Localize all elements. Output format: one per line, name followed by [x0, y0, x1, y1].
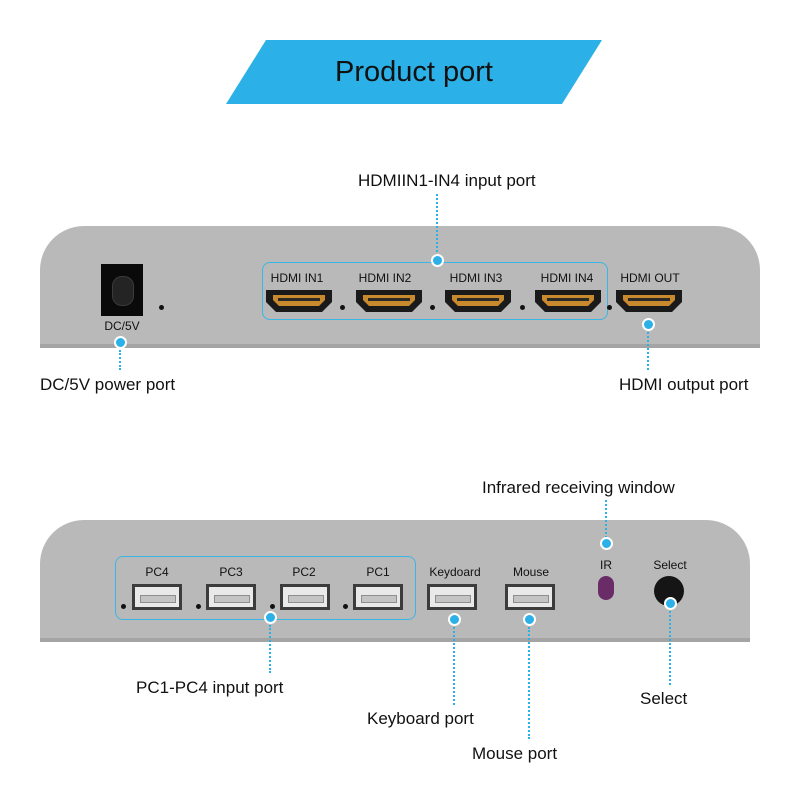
indicator-dot [270, 604, 275, 609]
hdmi-in3-port [445, 290, 511, 312]
infrared-pin [600, 537, 613, 550]
pc3-label: PC3 [219, 565, 243, 579]
title-banner: Product port [226, 40, 602, 104]
pc3-usb-port [206, 584, 256, 610]
pc1-label: PC1 [366, 565, 390, 579]
select-callout: Select [640, 689, 688, 708]
dc-port-label: DC/5V [104, 319, 140, 333]
hdmi-input-callout: HDMIIN1-IN4 input port [358, 171, 536, 190]
hdmi-out-label: HDMI OUT [620, 271, 680, 285]
pc-input-leader-line [269, 625, 271, 673]
page-title: Product port [335, 56, 493, 88]
banner-shape [226, 40, 602, 104]
indicator-dot [607, 305, 612, 310]
pc2-usb-port [280, 584, 330, 610]
mouse-pin [523, 613, 536, 626]
indicator-dot [430, 305, 435, 310]
ir-label: IR [600, 558, 612, 572]
select-button-label: Select [653, 558, 687, 572]
hdmi-input-pin [431, 254, 444, 267]
keyboard-usb-port [427, 584, 477, 610]
hdmi-in1-port [266, 290, 332, 312]
dc-power-callout: DC/5V power port [40, 375, 176, 394]
dc-power-pin [114, 336, 127, 349]
indicator-dot [159, 305, 164, 310]
pc-input-callout: PC1-PC4 input port [136, 678, 284, 697]
pc-input-pin [264, 611, 277, 624]
hdmi-input-leader-line [436, 194, 438, 256]
hdmi-output-pin [642, 318, 655, 331]
keyboard-callout: Keyboard port [367, 709, 474, 728]
keyboard-pin [448, 613, 461, 626]
indicator-dot [340, 305, 345, 310]
pc4-label: PC4 [145, 565, 169, 579]
dc-power-jack-socket [112, 276, 134, 306]
mouse-leader-line [528, 627, 530, 739]
indicator-dot [343, 604, 348, 609]
hdmi-output-callout: HDMI output port [619, 375, 749, 394]
infrared-callout: Infrared receiving window [482, 478, 675, 497]
hdmi-in4-port [535, 290, 601, 312]
ir-window [598, 576, 614, 600]
indicator-dot [196, 604, 201, 609]
hdmi-in2-port [356, 290, 422, 312]
keyboard-port-label: Keydoard [429, 565, 481, 579]
mouse-callout: Mouse port [472, 744, 558, 763]
mouse-usb-port [505, 584, 555, 610]
rear-panel [40, 226, 760, 346]
hdmi-in3-label: HDMI IN3 [449, 271, 503, 285]
front-panel [40, 520, 750, 640]
pc4-usb-port [132, 584, 182, 610]
dc-power-leader-line [119, 350, 121, 370]
pc2-label: PC2 [292, 565, 316, 579]
rear-panel-edge [40, 344, 760, 348]
pc1-usb-port [353, 584, 403, 610]
keyboard-leader-line [453, 627, 455, 705]
select-leader-line [669, 611, 671, 685]
hdmi-in1-label: HDMI IN1 [270, 271, 324, 285]
indicator-dot [520, 305, 525, 310]
select-pin [664, 597, 677, 610]
indicator-dot [121, 604, 126, 609]
hdmi-in2-label: HDMI IN2 [358, 271, 412, 285]
infrared-leader-line [605, 500, 607, 538]
mouse-port-label: Mouse [512, 565, 550, 579]
front-panel-edge [40, 638, 750, 642]
hdmi-in4-label: HDMI IN4 [540, 271, 594, 285]
hdmi-out-port [616, 290, 682, 312]
hdmi-output-leader-line [647, 332, 649, 370]
